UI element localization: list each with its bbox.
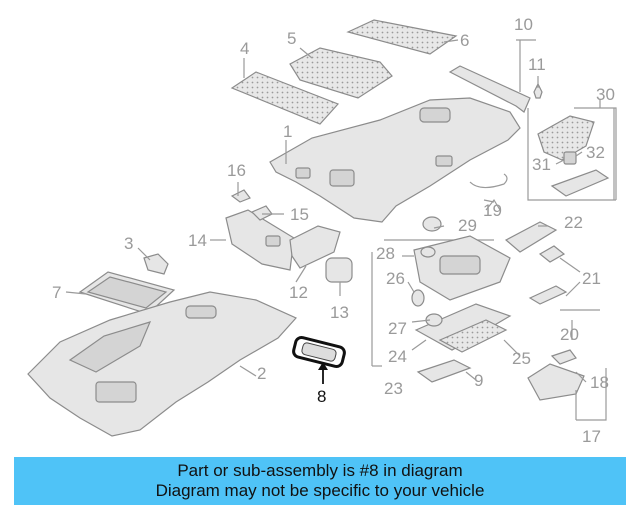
parts-diagram (27, 19, 617, 437)
callout-15: 15 (290, 205, 309, 224)
info-banner: Part or sub-assembly is #8 in diagram Di… (14, 457, 626, 505)
clip-11 (533, 82, 543, 99)
group-17 (575, 368, 607, 421)
callout-28: 28 (376, 244, 395, 263)
callout-29: 29 (458, 216, 477, 235)
callout-32: 32 (586, 143, 605, 162)
callout-6: 6 (460, 31, 470, 50)
part-12 (289, 225, 341, 269)
grab-handle-19 (469, 173, 508, 211)
callout-9: 9 (474, 371, 484, 390)
callout-1: 1 (283, 122, 293, 141)
part-13 (325, 257, 353, 283)
callout-14: 14 (188, 231, 207, 250)
callout-3: 3 (124, 234, 134, 253)
callout-16: 16 (227, 161, 246, 180)
highlighted-part-8 (292, 336, 346, 368)
callout-20: 20 (560, 325, 579, 344)
callout-24: 24 (388, 347, 407, 366)
callout-12: 12 (289, 283, 308, 302)
panel-6 (346, 19, 458, 55)
callout-23: 23 (384, 379, 403, 398)
leader-lines (65, 39, 601, 383)
group-23 (371, 235, 512, 366)
part-29 (422, 216, 442, 232)
callout-2: 2 (257, 364, 267, 383)
sunroof-panel-7 (78, 271, 176, 315)
clip-16 (230, 189, 251, 203)
callout-27: 27 (388, 319, 407, 338)
sun-visor-14 (225, 209, 295, 271)
callout-21: 21 (582, 269, 601, 288)
headliner-1 (269, 97, 521, 223)
panel-4 (230, 71, 340, 125)
banner-line-2: Diagram may not be specific to your vehi… (155, 481, 485, 500)
callout-17: 17 (582, 427, 601, 446)
callout-26: 26 (386, 269, 405, 288)
part-9 (416, 359, 472, 383)
callout-5: 5 (287, 29, 297, 48)
bracket-3 (143, 253, 169, 275)
callout-18: 18 (590, 373, 609, 392)
part-21 (528, 245, 568, 305)
callout-30: 30 (596, 85, 615, 104)
callout-4: 4 (240, 39, 250, 58)
callout-22: 22 (564, 213, 583, 232)
callout-13: 13 (330, 303, 349, 322)
panel-5 (289, 47, 393, 99)
callout-25: 25 (512, 349, 531, 368)
group-30 (527, 107, 617, 201)
callout-19: 19 (483, 201, 502, 220)
part-22 (504, 221, 558, 253)
headliner-2 (27, 291, 297, 437)
part-18 (527, 349, 585, 401)
callout-31: 31 (532, 155, 551, 174)
arrow-8 (318, 362, 328, 384)
callout-7: 7 (52, 283, 62, 302)
callout-11: 11 (528, 55, 546, 74)
callout-10: 10 (514, 15, 533, 34)
rail-10 (448, 65, 531, 113)
callout-8: 8 (317, 387, 327, 406)
banner-line-1: Part or sub-assembly is #8 in diagram (177, 461, 463, 480)
